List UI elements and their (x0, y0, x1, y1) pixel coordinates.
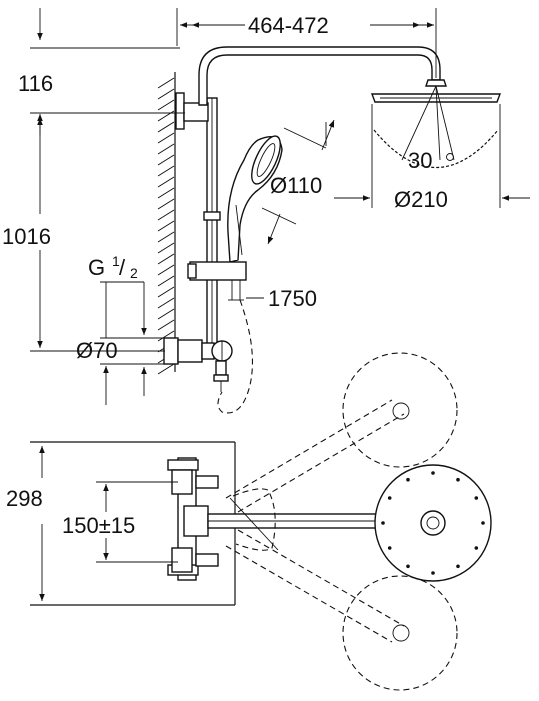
plan-head-shower (374, 464, 492, 582)
wall-bracket (175, 92, 209, 130)
wall-hatch-line (157, 297, 175, 309)
head-shower-nozzle (381, 521, 385, 525)
wall-hatch-line (157, 77, 175, 89)
plan-depth-label: 298 (6, 486, 43, 511)
dim-thread: G 1 / 2 (88, 253, 165, 405)
head-shower-diameter-label: Ø210 (394, 187, 448, 212)
wall-hatch-line (157, 242, 175, 254)
wall-hatch-line (157, 154, 175, 166)
slide-length-label: 1750 (268, 286, 317, 311)
head-shower-nozzle (387, 546, 392, 550)
wall-hatch-line (157, 165, 175, 177)
head-shower-nozzle (474, 496, 479, 500)
diameter-mixer-label: Ø70 (76, 338, 118, 363)
wall-hatch-line (157, 176, 175, 188)
dim-centre-distance: 150±15 (62, 481, 178, 563)
thermostat-mixer (163, 337, 233, 392)
wall-hatch-line (157, 264, 175, 276)
wall-hatch-line (157, 319, 175, 331)
top-offset-label: 116 (18, 71, 53, 96)
elevation-view: 30 (2, 8, 530, 414)
head-shower-nozzle (406, 477, 410, 482)
wall-hatch-line (157, 286, 175, 298)
head-shower-nozzle (474, 546, 479, 550)
dim-head-shower: Ø210 (334, 104, 530, 212)
wall-hatch-line (157, 253, 175, 265)
dim-hand-shower: Ø110 (261, 119, 335, 245)
plan-mixer-body (167, 457, 219, 581)
wall-hatch-line (157, 88, 175, 100)
wall-hatch-line (157, 132, 175, 144)
hand-shower (227, 135, 283, 263)
wall-hatch-line (157, 209, 175, 221)
plan-swing-upper (225, 352, 458, 513)
head-shower-nozzle (456, 477, 460, 482)
head-shower-nozzle (431, 571, 435, 575)
thread-numerator: 1 (112, 253, 120, 269)
plan-swing-lower (225, 529, 458, 691)
thread-slash: / (119, 255, 126, 280)
dim-height-mixer: 1016 (2, 118, 165, 352)
wall-hatch (157, 72, 176, 375)
centre-distance-label: 150±15 (62, 513, 135, 538)
head-shower-nozzle (431, 471, 435, 475)
riser-rail (203, 97, 221, 349)
dim-arm-reach: 464-472 (176, 8, 437, 78)
plan-view: 298 150±15 (6, 352, 492, 691)
wall-hatch-line (157, 121, 175, 133)
head-shower (370, 79, 502, 103)
wall-hatch-line (157, 220, 175, 232)
wall-hatch-line (157, 198, 175, 210)
height-mixer-label: 1016 (2, 224, 51, 249)
wall-hatch-line (157, 99, 175, 111)
tilt-angle-marker: 30 (373, 85, 499, 173)
wall-hatch-line (157, 110, 175, 122)
tilt-angle-label: 30 (408, 148, 432, 173)
head-shower-nozzle (456, 564, 460, 569)
thread-denominator: 2 (130, 265, 138, 281)
hand-shower-diameter-label: Ø110 (270, 173, 322, 198)
dim-diameter-mixer: Ø70 (76, 338, 165, 363)
arm-reach-label: 464-472 (248, 13, 329, 38)
wall-hatch-line (157, 275, 175, 287)
head-shower-nozzle (387, 496, 392, 500)
dim-slide-length: 1750 (246, 286, 317, 311)
wall-hatch-line (157, 308, 175, 320)
slider-holder (187, 261, 247, 301)
wall-hatch-line (157, 231, 175, 243)
dim-plan-depth: 298 (6, 446, 45, 601)
degree-glyph (446, 153, 454, 161)
thread-label: G (88, 255, 105, 280)
head-shower-nozzle (406, 564, 410, 569)
wall-hatch-line (157, 363, 175, 375)
dim-top-offset: 116 (18, 8, 185, 135)
shower-hose (217, 299, 254, 414)
plan-hand-shower-cone (229, 488, 279, 551)
wall-hatch-line (157, 143, 175, 155)
wall-hatch-line (157, 330, 175, 342)
head-shower-nozzle (481, 521, 485, 525)
wall-hatch-line (157, 187, 175, 199)
